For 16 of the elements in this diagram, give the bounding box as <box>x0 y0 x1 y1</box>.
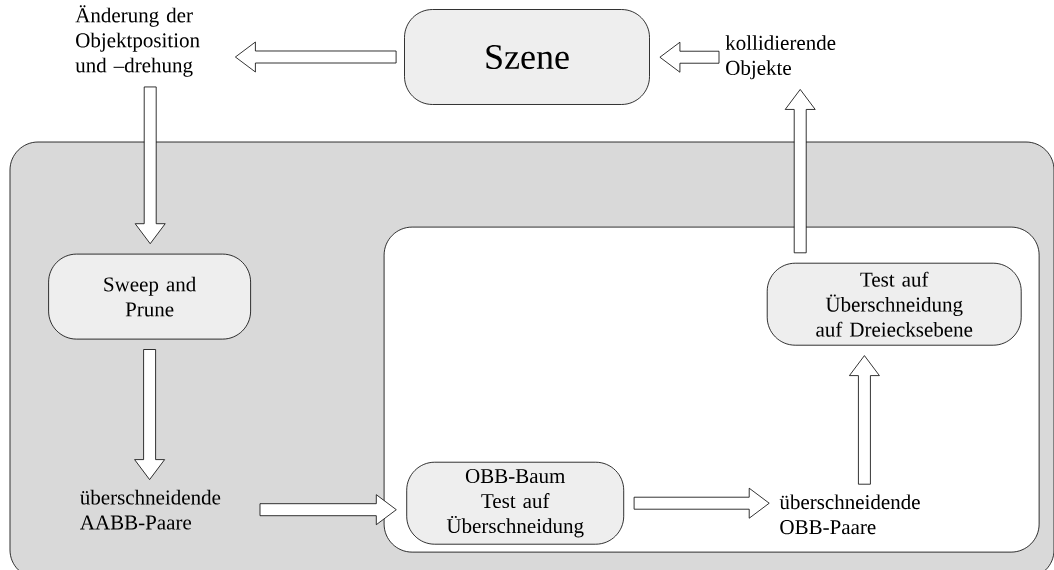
block-arrow <box>659 41 720 73</box>
process-box: Test auf Überschneidung auf Dreiecksebene <box>766 262 1022 346</box>
process-box: Szene <box>404 9 650 105</box>
step-text: überschneidende AABB-Paare <box>80 489 221 530</box>
block-arrow <box>235 41 397 73</box>
process-box: Sweep and Prune <box>48 253 251 340</box>
step-text: kollidierende Objekte <box>725 35 836 80</box>
block-arrow <box>259 494 397 526</box>
block-arrow <box>849 355 880 485</box>
step-text: Änderung der Objektposition und –drehung <box>75 5 200 77</box>
block-arrow <box>633 487 770 519</box>
step-text: überschneidende OBB-Paare <box>779 494 920 535</box>
block-arrow <box>784 89 816 254</box>
block-arrow <box>134 86 166 245</box>
block-arrow <box>134 349 165 480</box>
process-box: OBB-Baum Test auf Überschneidung <box>406 461 625 545</box>
